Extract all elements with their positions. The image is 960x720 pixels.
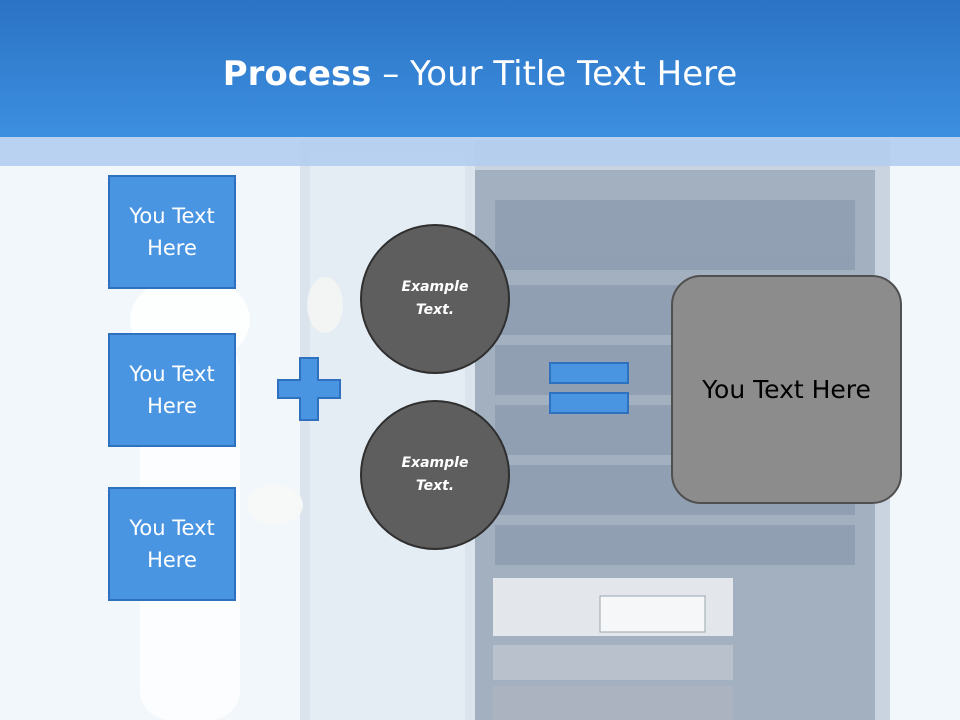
input-box-1[interactable]: You Text Here [108, 175, 236, 289]
input-box-1-label: You Text Here [129, 204, 215, 260]
example-circle-1[interactable]: Example Text. [360, 224, 510, 374]
input-box-2-label: You Text Here [129, 362, 215, 418]
title-bold: Process [222, 54, 372, 94]
example-circle-1-label: Example Text. [401, 279, 469, 318]
title-rest: – Your Title Text Here [371, 54, 738, 94]
result-box-label: You Text Here [702, 375, 871, 404]
title-bar [0, 0, 960, 137]
input-box-2[interactable]: You Text Here [108, 333, 236, 447]
equals-icon [549, 362, 629, 414]
example-circle-2[interactable]: Example Text. [360, 400, 510, 550]
result-box[interactable]: You Text Here [671, 275, 902, 504]
input-box-3[interactable]: You Text Here [108, 487, 236, 601]
plus-icon [277, 357, 341, 421]
title-accent-band [0, 137, 960, 166]
slide-title: Process – Your Title Text Here [0, 52, 960, 96]
example-circle-2-label: Example Text. [401, 455, 469, 494]
input-box-3-label: You Text Here [129, 516, 215, 572]
